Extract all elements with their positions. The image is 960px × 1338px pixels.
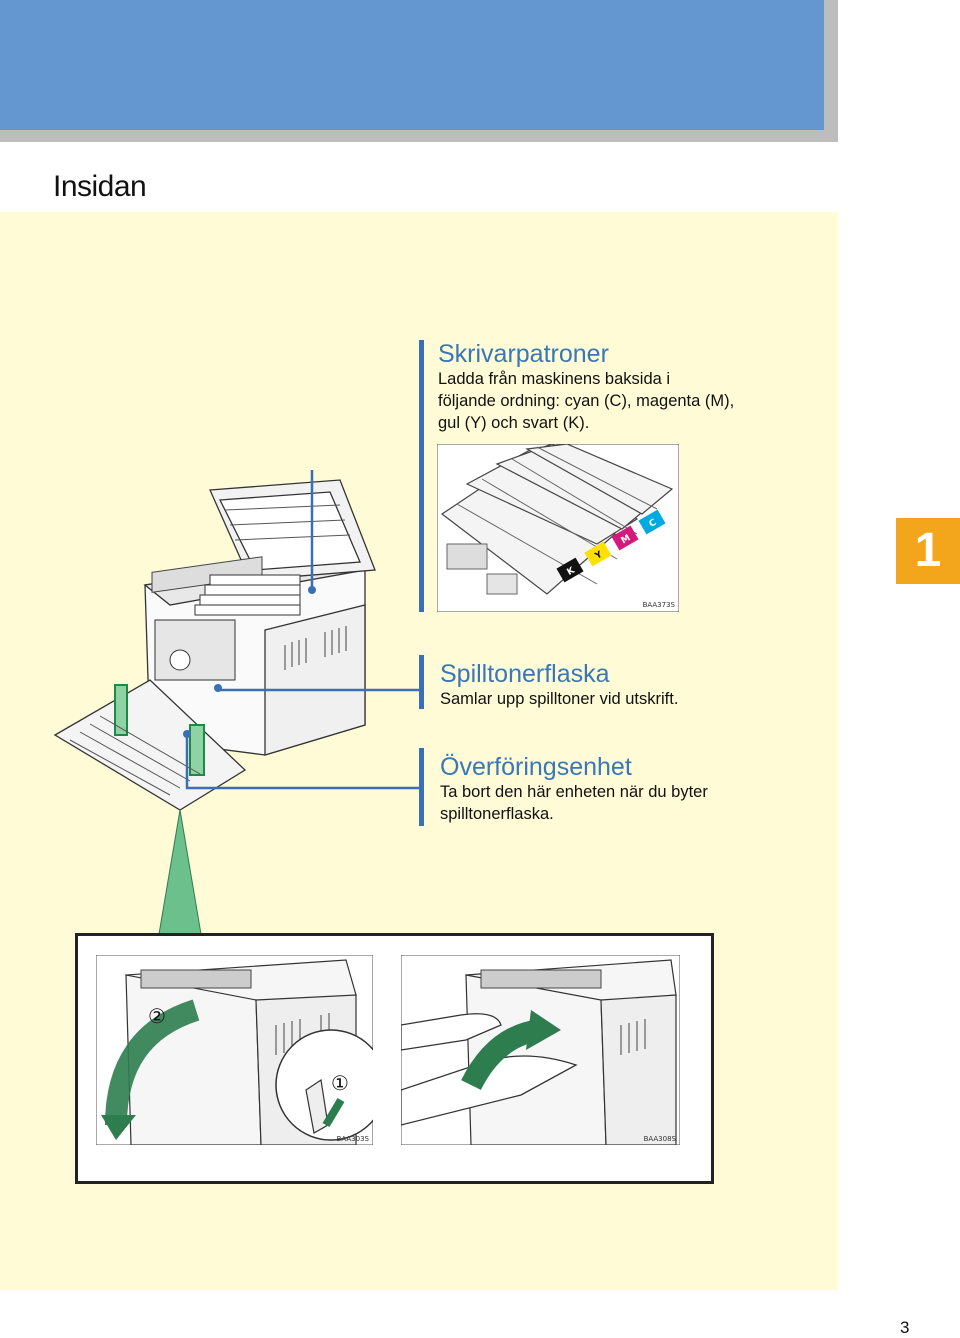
chapter-tab: 1 <box>896 518 960 584</box>
step-marker-1: ① <box>331 1071 349 1095</box>
cartridge-label-c: C <box>648 518 659 530</box>
header-band <box>0 0 824 130</box>
callout-line: gul (Y) och svart (K). <box>438 414 590 432</box>
callout-cartridges: Skrivarpatroner Ladda från maskinens bak… <box>438 340 818 434</box>
step-close-front-cover-illustration: BAA308S <box>401 955 680 1145</box>
callout-title: Spilltonerflaska <box>440 660 610 688</box>
cartridge-label-k: K <box>565 565 577 578</box>
image-code: BAA303S <box>337 1135 370 1143</box>
callout-line: följande ordning: cyan (C), magenta (M), <box>438 392 735 410</box>
callout-line: Ladda från maskinens baksida i <box>438 370 671 388</box>
callout-title: Överföringsenhet <box>440 753 632 781</box>
header-shadow-right <box>824 0 838 142</box>
image-code: BAA373S <box>643 601 676 609</box>
page-title: Insidan <box>53 170 147 203</box>
header-shadow-bottom <box>0 130 838 142</box>
image-code: BAA308S <box>644 1135 677 1143</box>
cartridge-label-m: M <box>620 533 633 546</box>
cartridge-label-y: Y <box>593 550 605 563</box>
step-marker-2: ② <box>148 1004 166 1028</box>
callout-bar-transfer-unit <box>419 748 424 826</box>
cartridge-detail-illustration: K Y M C BAA373S <box>437 444 679 612</box>
callout-line: spilltonerflaska. <box>440 805 554 823</box>
page-number: 3 <box>900 1318 910 1337</box>
printer-overview-illustration <box>53 470 419 940</box>
callout-title: Skrivarpatroner <box>438 340 609 368</box>
callout-line: Samlar upp spilltoner vid utskrift. <box>440 690 679 708</box>
callout-line: Ta bort den här enheten när du byter <box>440 783 708 801</box>
callout-bar-waste-toner <box>419 655 424 709</box>
callout-transfer-unit: Överföringsenhet Ta bort den här enheten… <box>440 753 820 825</box>
step-open-front-cover-illustration: ② ① BAA303S <box>96 955 373 1145</box>
callout-bar-cartridges <box>419 340 424 612</box>
callout-waste-toner: Spilltonerflaska Samlar upp spilltoner v… <box>440 660 820 710</box>
